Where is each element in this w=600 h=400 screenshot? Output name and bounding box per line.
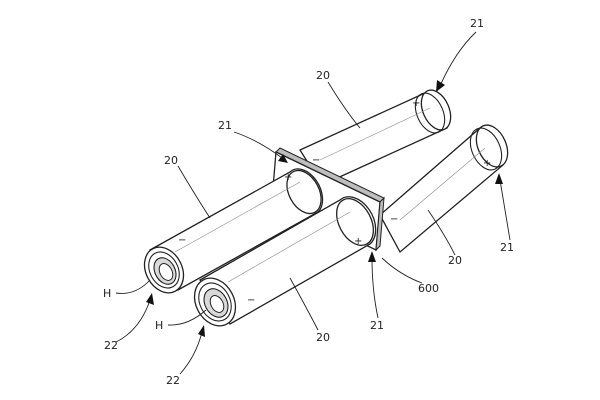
- label-20-bottom: 20: [316, 331, 330, 344]
- plus-sign-front-lower: +: [354, 236, 362, 247]
- battery-cell-front-lower: [193, 196, 377, 327]
- label-20-right: 20: [448, 254, 462, 267]
- label-21-bottom: 21: [370, 319, 384, 332]
- minus-sign-back-lower: −: [390, 214, 398, 225]
- plus-sign-front-upper: +: [284, 172, 292, 183]
- label-21-left: 21: [218, 119, 232, 132]
- plus-sign-back-upper: +: [412, 98, 420, 109]
- label-600: 600: [418, 282, 439, 295]
- label-20-top: 20: [316, 69, 330, 82]
- label-22-upper: 22: [104, 339, 118, 352]
- battery-cell-front-upper: [143, 168, 324, 294]
- label-21-right: 21: [500, 241, 514, 254]
- label-21-top-right: 21: [470, 17, 484, 30]
- label-20-left: 20: [164, 154, 178, 167]
- label-h-upper: H: [103, 287, 111, 300]
- minus-sign-front-lower: −: [247, 295, 255, 306]
- minus-sign-front-upper: −: [178, 235, 186, 246]
- battery-cell-back-upper: [299, 89, 452, 186]
- reference-labels: 21 20 21 20 21 20 600 21 20 H H 22 22: [103, 17, 514, 387]
- plus-sign-back-lower: +: [483, 158, 491, 169]
- leader-lines: [115, 31, 511, 375]
- battery-cell-back-lower: [379, 124, 509, 254]
- polarity-signs: + − + − + − + −: [178, 98, 491, 306]
- minus-sign-back-upper: −: [312, 155, 320, 166]
- label-h-lower: H: [155, 319, 163, 332]
- label-22-lower: 22: [166, 374, 180, 387]
